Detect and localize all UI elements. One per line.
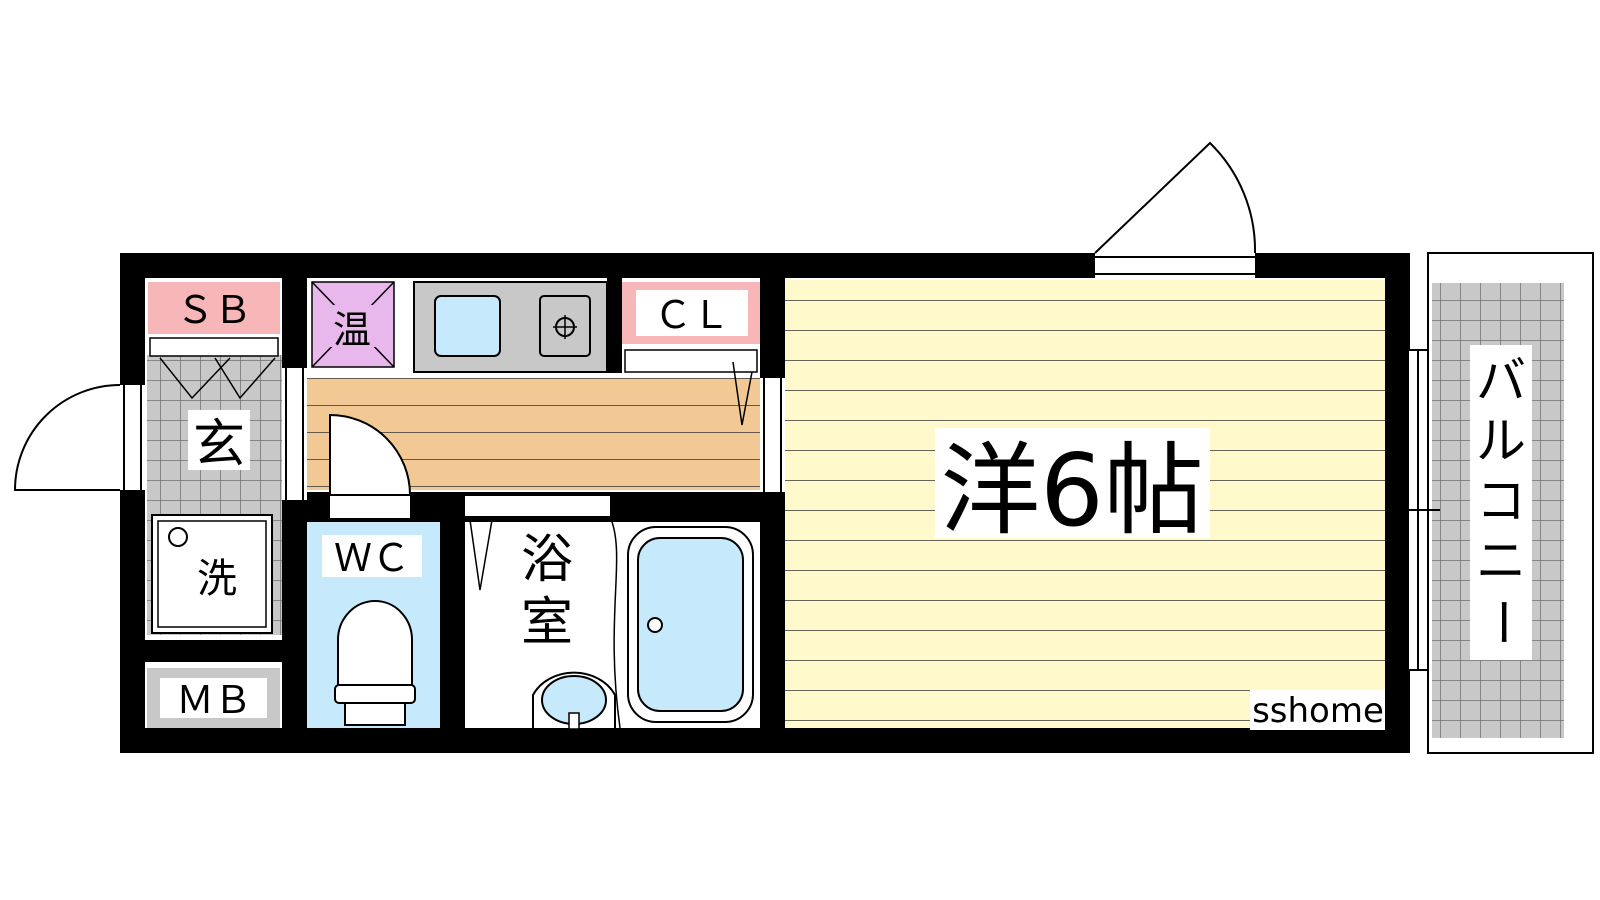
wall-room-divider-lower bbox=[760, 492, 785, 728]
watermark: sshome bbox=[1252, 691, 1384, 731]
wall-wc-bath bbox=[440, 500, 465, 728]
western-room-label: 洋6帖 bbox=[940, 432, 1204, 549]
balcony-label-5: ー bbox=[1473, 597, 1531, 647]
balcony-label-1: バ bbox=[1476, 352, 1526, 410]
wall-entry-divider bbox=[282, 278, 307, 368]
closet-label: ＣＬ bbox=[654, 293, 730, 337]
wc-door-gap bbox=[330, 496, 410, 518]
meter-box-label: ＭＢ bbox=[176, 678, 252, 722]
wall-mb-top bbox=[145, 640, 285, 662]
wc-door-swing bbox=[329, 413, 412, 496]
wall-room-divider bbox=[760, 278, 785, 378]
balcony-label-2: ル bbox=[1476, 412, 1526, 470]
bath-label-1: 浴 bbox=[521, 530, 573, 590]
water-heater-label: 温 bbox=[333, 308, 371, 352]
bath-label-2: 室 bbox=[521, 593, 573, 653]
sink-icon bbox=[434, 295, 501, 357]
top-door-swing bbox=[1094, 141, 1257, 254]
wall-entry-divider-lower bbox=[282, 500, 307, 728]
bath-door-gap bbox=[465, 496, 610, 516]
washer bbox=[151, 514, 273, 634]
entrance-label: 玄 bbox=[193, 415, 245, 475]
balcony-label-4: ニ bbox=[1476, 532, 1526, 590]
shoe-box bbox=[148, 282, 280, 334]
washer-label: 洗 bbox=[197, 556, 237, 602]
balcony-label-3: コ bbox=[1476, 472, 1526, 530]
entry-door-swing bbox=[13, 384, 121, 491]
shoe-box-label: ＳＢ bbox=[176, 288, 252, 332]
wall-kitchen-cl bbox=[607, 278, 622, 373]
toilet-icon bbox=[337, 599, 413, 691]
toilet-label: ＷＣ bbox=[334, 536, 410, 580]
